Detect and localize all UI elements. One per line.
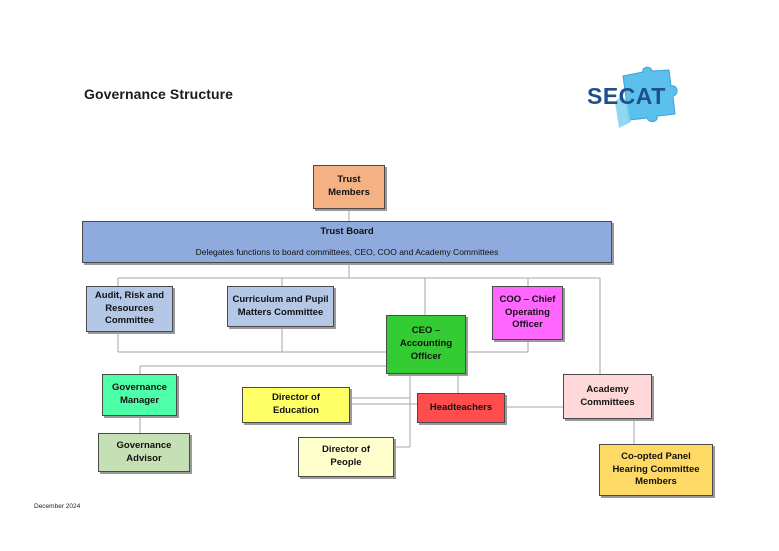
coopted-panel-box: Co-opted Panel Hearing Committee Members — [599, 444, 713, 496]
coo-box: COO – Chief Operating Officer — [492, 286, 563, 340]
director-of-education-box: Director of Education — [242, 387, 350, 423]
trust-board-label: Trust Board — [320, 225, 374, 237]
footer-date: December 2024 — [34, 503, 81, 510]
ceo-box: CEO – Accounting Officer — [386, 315, 466, 374]
coopted-panel-label: Co-opted Panel Hearing Committee Members — [612, 450, 700, 488]
audit-committee-box: Audit, Risk and Resources Committee — [86, 286, 173, 332]
secat-logo: SECAT — [585, 66, 685, 130]
director-of-education-label: Director of Education — [271, 392, 321, 416]
trust-members-label: Trust Members — [328, 174, 370, 198]
academy-committees-label: Academy Committees — [580, 383, 635, 408]
headteachers-box: Headteachers — [417, 393, 505, 423]
trust-board-box: Trust Board Delegates functions to board… — [82, 221, 612, 263]
audit-committee-label: Audit, Risk and Resources Committee — [94, 289, 165, 327]
academy-committees-box: Academy Committees — [563, 374, 652, 419]
page-title: Governance Structure — [84, 86, 234, 102]
governance-advisor-box: Governance Advisor — [98, 433, 190, 472]
puzzle-piece-icon — [615, 66, 678, 128]
governance-manager-label: Governance Manager — [112, 382, 167, 406]
headteachers-label: Headteachers — [429, 401, 493, 413]
director-of-people-box: Director of People — [298, 437, 394, 477]
director-of-people-label: Director of People — [321, 444, 371, 468]
logo-text: SECAT — [587, 83, 666, 109]
coo-label: COO – Chief Operating Officer — [499, 293, 556, 331]
curriculum-committee-label: Curriculum and Pupil Matters Committee — [232, 293, 329, 318]
curriculum-committee-box: Curriculum and Pupil Matters Committee — [227, 286, 334, 327]
ceo-label: CEO – Accounting Officer — [399, 325, 453, 362]
trust-members-box: Trust Members — [313, 165, 385, 209]
governance-manager-box: Governance Manager — [102, 374, 177, 416]
governance-advisor-label: Governance Advisor — [116, 439, 172, 464]
trust-board-subtitle: Delegates functions to board committees,… — [195, 246, 499, 257]
